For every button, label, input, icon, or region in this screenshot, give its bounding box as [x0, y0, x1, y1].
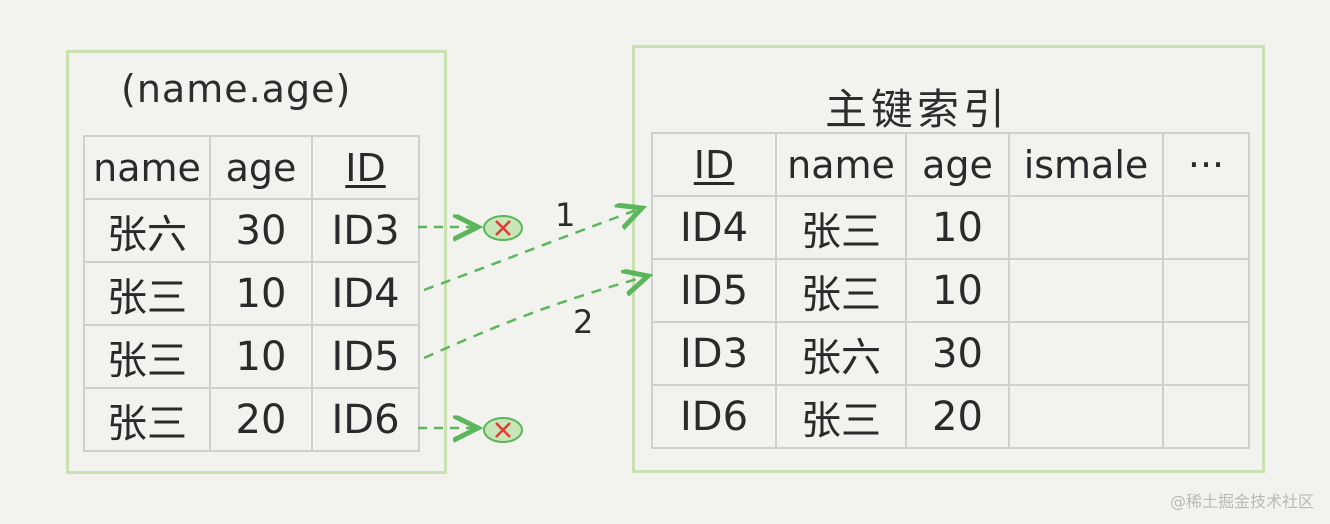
table-row: ID3 张六 30 — [651, 321, 1250, 386]
cell-id: ID4 — [651, 195, 777, 260]
cell-id: ID5 — [651, 258, 777, 323]
header-cell-name: name — [83, 135, 211, 200]
arrow-id4-lookup — [423, 208, 642, 292]
primary-index-title: 主键索引 — [825, 85, 1010, 134]
cell-more — [1162, 384, 1250, 449]
cell-more — [1162, 321, 1250, 386]
secondary-index-table: name age ID 张六 30 ID3 张三 10 ID4 张三 10 ID… — [83, 135, 420, 452]
arrow-id5-lookup — [423, 276, 648, 360]
header-cell-name: name — [775, 132, 907, 197]
cell-ismale — [1008, 258, 1164, 323]
table-header-row: name age ID — [83, 135, 420, 200]
cell-id: ID3 — [311, 198, 420, 263]
reject-icon — [483, 417, 523, 443]
header-cell-id: ID — [651, 132, 777, 197]
watermark: @稀土掘金技术社区 — [1169, 492, 1314, 511]
cell-more — [1162, 258, 1250, 323]
table-row: 张三 10 ID5 — [83, 324, 420, 389]
header-cell-ismale: ismale — [1008, 132, 1164, 197]
cell-id: ID3 — [651, 321, 777, 386]
cell-name: 张三 — [83, 387, 211, 452]
table-row: ID5 张三 10 — [651, 258, 1250, 323]
arrow-label-1: 1 — [555, 196, 576, 234]
cell-ismale — [1008, 321, 1164, 386]
cell-id: ID5 — [311, 324, 420, 389]
arrow-label-2: 2 — [573, 303, 594, 341]
cell-age: 20 — [905, 384, 1010, 449]
cell-name: 张三 — [83, 324, 211, 389]
cell-name: 张三 — [83, 261, 211, 326]
cell-id: ID6 — [311, 387, 420, 452]
table-row: 张三 10 ID4 — [83, 261, 420, 326]
table-row: 张三 20 ID6 — [83, 387, 420, 452]
reject-icon — [483, 215, 523, 241]
cell-age: 10 — [209, 324, 313, 389]
cell-name: 张六 — [775, 321, 907, 386]
cell-name: 张三 — [775, 258, 907, 323]
header-cell-more: ··· — [1162, 132, 1250, 197]
cell-ismale — [1008, 195, 1164, 260]
table-header-row: ID name age ismale ··· — [651, 132, 1250, 197]
header-cell-age: age — [209, 135, 313, 200]
secondary-index-title: (name.age) — [121, 67, 352, 111]
cell-id: ID4 — [311, 261, 420, 326]
cell-name: 张六 — [83, 198, 211, 263]
table-row: 张六 30 ID3 — [83, 198, 420, 263]
cell-name: 张三 — [775, 384, 907, 449]
cell-more — [1162, 195, 1250, 260]
cell-age: 20 — [209, 387, 313, 452]
cell-age: 10 — [905, 258, 1010, 323]
cell-age: 30 — [905, 321, 1010, 386]
primary-index-table: ID name age ismale ··· ID4 张三 10 ID5 张三 … — [651, 132, 1250, 449]
table-row: ID6 张三 20 — [651, 384, 1250, 449]
cell-ismale — [1008, 384, 1164, 449]
secondary-index-panel: (name.age) name age ID 张六 30 ID3 张三 10 I… — [66, 50, 447, 474]
cell-age: 10 — [209, 261, 313, 326]
table-row: ID4 张三 10 — [651, 195, 1250, 260]
primary-index-panel: 主键索引 ID name age ismale ··· ID4 张三 10 ID… — [632, 45, 1265, 473]
cell-age: 30 — [209, 198, 313, 263]
cell-age: 10 — [905, 195, 1010, 260]
cell-name: 张三 — [775, 195, 907, 260]
cell-id: ID6 — [651, 384, 777, 449]
header-cell-id: ID — [311, 135, 420, 200]
header-cell-age: age — [905, 132, 1010, 197]
